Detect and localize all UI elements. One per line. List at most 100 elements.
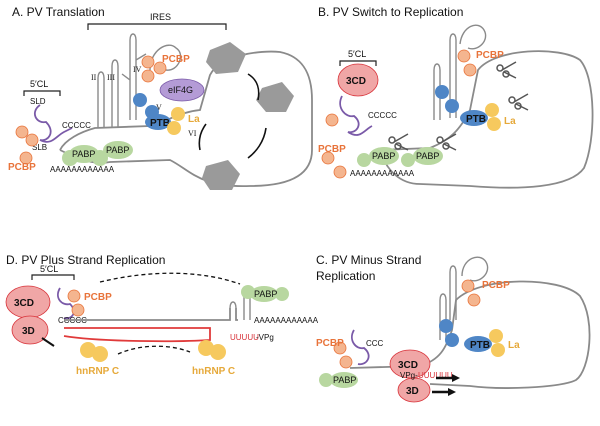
domain-vi-label: VI: [188, 129, 197, 138]
ptb-c-1: [439, 319, 453, 333]
p3cd-blob-b: [337, 63, 379, 97]
ribosome-a-3: [202, 160, 240, 190]
p3d-label-d: 3D: [22, 326, 35, 337]
vpg-d: -VPg: [256, 333, 274, 342]
panel-d-plus-strand: D. PV Plus Strand Replication 5′CL 3CD 3…: [5, 253, 319, 377]
pcbp-b-left-2: [321, 151, 335, 165]
hnrnp-d-left-2: [92, 346, 108, 362]
stem-loop-ii: [97, 71, 105, 128]
c-run-c: CCC: [366, 339, 384, 348]
hnrnp-label-d-right: hnRNP C: [192, 366, 235, 377]
domain-iv-label: IV: [133, 65, 142, 74]
ptb-b-3: [460, 110, 488, 126]
pcbp-c-top-2: [467, 293, 481, 307]
pabp-d: [250, 286, 278, 302]
stem-loop-iv-top: [149, 44, 182, 71]
c-run-a: CCCCC: [62, 121, 91, 130]
la-a-1: [171, 107, 185, 121]
pcbp-b-left-1: [325, 113, 339, 127]
panel-c-title-2: Replication: [316, 269, 375, 283]
cloverleaf-d: [57, 287, 75, 320]
p3d-blob-c: [397, 377, 431, 403]
pabp-d-bead-2: [275, 287, 289, 301]
scissors-icon: [388, 133, 409, 151]
stem-loop-top-b: [459, 24, 487, 50]
ires-label: IRES: [150, 12, 171, 22]
plus-strand-d: [63, 327, 211, 343]
scissors-icon: [508, 93, 529, 111]
pcbp-a-left-1: [15, 125, 29, 139]
p3d-label-c: 3D: [406, 386, 419, 397]
cloverleaf-a: [33, 104, 73, 143]
poly-a-d: AAAAAAAAAAAA: [254, 316, 319, 325]
pcbp-label-b-left: PCBP: [318, 144, 346, 155]
ptb-a-1: [133, 93, 147, 107]
dashed-arrow-top: [99, 272, 241, 285]
panel-c-title-1: C. PV Minus Strand: [316, 253, 421, 267]
pcbp-a-left-3: [19, 151, 33, 165]
vpg-label-c: VPg-: [400, 371, 418, 380]
pabp-b-bead-2: [401, 153, 415, 167]
eif4g-blob: [159, 78, 205, 102]
pabp-b-bead-1: [357, 153, 371, 167]
pcbp-label-a-top: PCBP: [162, 54, 190, 65]
pabp-label-c: PABP: [333, 375, 356, 385]
pcbp-c-left-2: [339, 355, 353, 369]
pcbp-label-b-top: PCBP: [476, 50, 504, 61]
pabp-label-a-1: PABP: [72, 149, 95, 159]
la-c-2: [491, 343, 505, 357]
panel-c-minus-strand: C. PV Minus Strand Replication PCBP PTB …: [316, 253, 591, 403]
panel-d-title: D. PV Plus Strand Replication: [6, 253, 165, 267]
ires-bracket: [87, 23, 227, 30]
cl-bracket-b: [339, 60, 377, 66]
sld-label: SLD: [30, 97, 46, 106]
la-b-1: [485, 103, 499, 117]
cl-bracket-d: [31, 274, 75, 280]
ptb-c-2: [445, 333, 459, 347]
pabp-label-b-1: PABP: [372, 151, 395, 161]
ribosome-arrows-a: [198, 73, 267, 159]
panel-b-switch: B. PV Switch to Replication 5′CL 3CD CCC…: [318, 5, 594, 189]
uridines-d: UUUUU: [230, 333, 259, 342]
ptb-c-3: [464, 336, 492, 352]
pcbp-a-left-2: [25, 133, 39, 147]
cl-label-b: 5′CL: [348, 49, 366, 59]
pcbp-c-top-1: [461, 279, 475, 293]
ptb-a-3: [145, 114, 171, 130]
domain-ii-label: II: [91, 73, 97, 82]
panel-a-translation: A. PV Translation IRES 5′CL II III IV V …: [8, 5, 313, 190]
p3cd-label-d: 3CD: [14, 298, 34, 309]
pcbp-b-top-1: [457, 49, 471, 63]
cl-bracket-a: [23, 90, 61, 96]
scissors-icon: [436, 133, 457, 151]
la-a-2: [167, 121, 181, 135]
poly-a-b: AAAAAAAAAAAA: [350, 169, 415, 178]
la-label-c: La: [508, 340, 520, 351]
pabp-label-b-2: PABP: [416, 151, 439, 161]
stem-loops-d: [229, 289, 251, 320]
domain-v-label: V: [156, 103, 162, 112]
ribosome-a-1: [206, 42, 246, 74]
cloverleaf-c: [351, 329, 370, 366]
cl-label-d: 5′CL: [40, 264, 58, 274]
pabp-label-d: PABP: [254, 289, 277, 299]
scissors-icon: [496, 61, 517, 79]
pcbp-d-1: [67, 289, 81, 303]
pabp-c-bead-1: [319, 373, 333, 387]
ribosome-a-2: [256, 82, 294, 112]
pcbp-c-left-1: [333, 341, 347, 355]
domain-iii-label: III: [107, 73, 115, 82]
la-b-2: [487, 117, 501, 131]
pcbp-label-a-left: PCBP: [8, 162, 36, 173]
p3d-blob-d: [11, 315, 49, 345]
pcbp-label-c-top: PCBP: [482, 280, 510, 291]
cl-label-a: 5′CL: [30, 79, 48, 89]
pabp-b-2: [413, 147, 443, 165]
cloverleaf-b: [339, 95, 373, 136]
ptb-b-1: [435, 85, 449, 99]
pcbp-a-top-2: [153, 61, 167, 75]
poly-a-a: AAAAAAAAAAAA: [50, 165, 115, 174]
elongation-arrowhead-2: [448, 388, 456, 396]
pcbp-b-top-2: [463, 63, 477, 77]
